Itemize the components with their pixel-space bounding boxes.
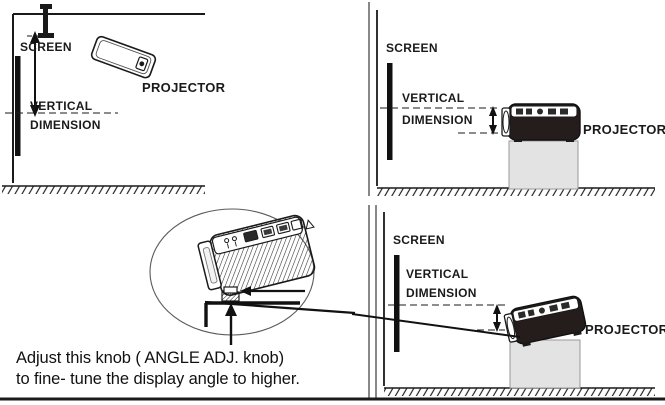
vertical-label-top-left: VERTICAL [30,99,93,113]
dimension-label-top-left: DIMENSION [30,118,101,132]
panel-bottom-left-callout [149,208,356,345]
projector-label-bottom-right: PROJECTOR [585,322,665,337]
screen-label-bottom-right: SCREEN [393,233,445,247]
projector-table-level [501,103,581,142]
projector-label-top-left: PROJECTOR [142,80,226,95]
screen-label-top-left: SCREEN [20,40,72,54]
dimension-label-bottom-right: DIMENSION [406,286,477,300]
screen-label-top-right: SCREEN [386,41,438,55]
projector-detail [197,214,316,296]
panel-top-left [2,4,205,194]
knob-caption-line-2: to fine- tune the display angle to highe… [16,370,300,388]
vertical-label-bottom-right: VERTICAL [406,267,469,281]
knob-caption-line-1: Adjust this knob ( ANGLE ADJ. knob) [16,349,284,367]
panel-top-right [376,10,655,196]
panel-dividers [368,2,377,398]
panel-bottom-right [351,212,655,396]
projector-ceiling [90,35,157,79]
projector-label-top-right: PROJECTOR [583,122,665,137]
projector-table-tilted [503,295,587,347]
vertical-label-top-right: VERTICAL [402,91,465,105]
dimension-label-top-right: DIMENSION [402,113,473,127]
